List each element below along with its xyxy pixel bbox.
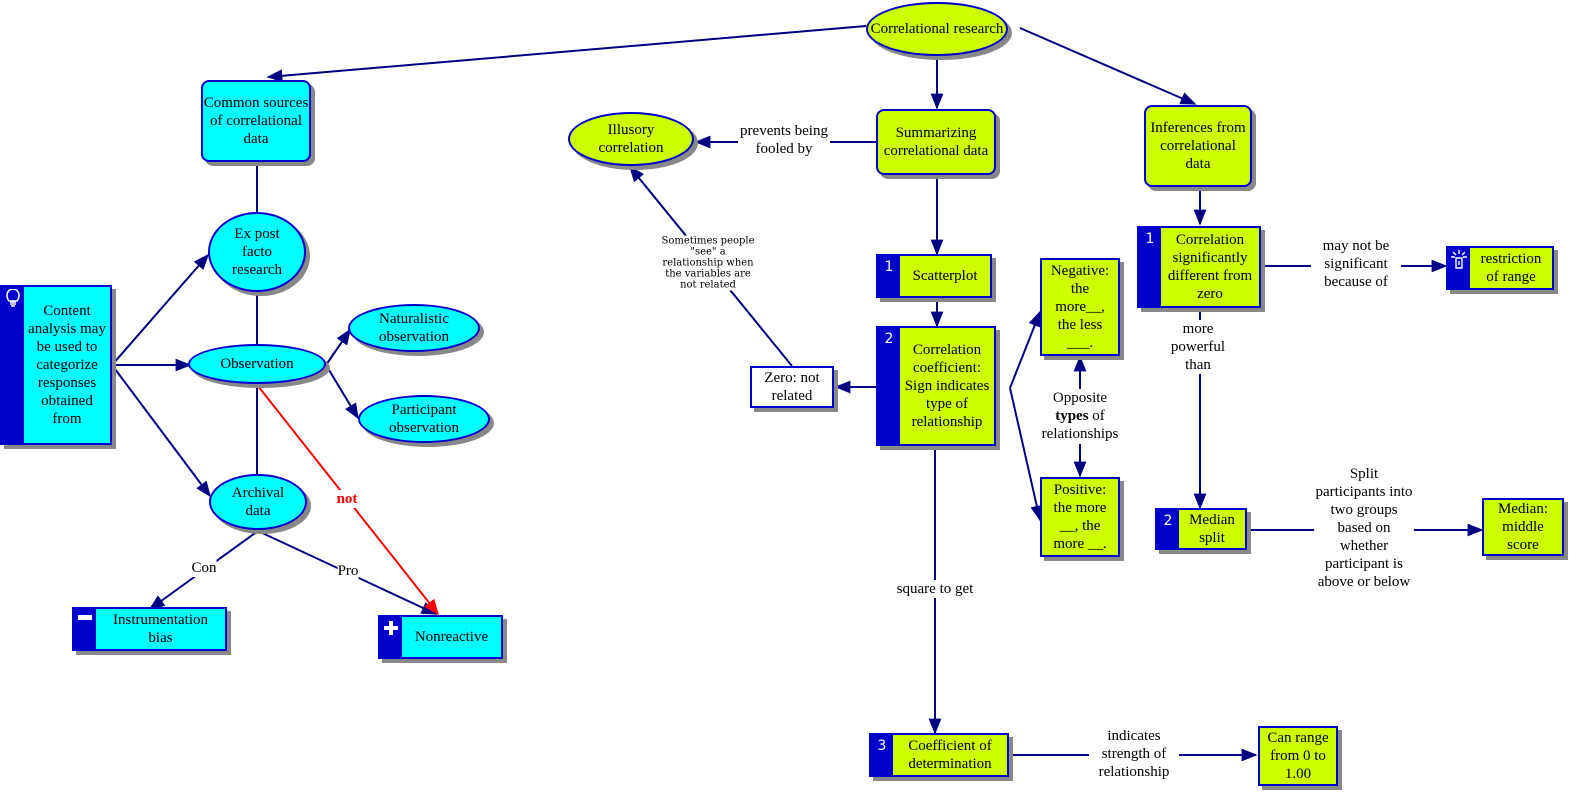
label-prevents: prevents being fooled by [738, 122, 830, 158]
label-more-powerful: more powerful than [1163, 320, 1233, 374]
node-scatterplot[interactable]: 1 Scatterplot [876, 254, 992, 298]
node-correlation-significant[interactable]: 1 Correlation significantly different fr… [1137, 226, 1261, 308]
label-split: Split participants into two groups based… [1314, 465, 1414, 591]
label-con: Con [191, 559, 217, 577]
node-coefficient-of-determination[interactable]: 3 Coefficient of determination [869, 733, 1009, 777]
link-observation-to-participant [325, 364, 359, 420]
node-observation[interactable]: Observation [188, 344, 326, 384]
node-nonreactive[interactable]: Nonreactive [378, 615, 503, 659]
node-summarizing-data[interactable]: Summarizing correlational data [876, 109, 996, 175]
node-illusory-correlation[interactable]: Illusory correlation [568, 112, 694, 166]
node-common-sources[interactable]: Common sources of correlational data [201, 80, 311, 162]
number-tag: 1 [878, 256, 900, 296]
node-correlation-coefficient[interactable]: 2 Correlation coefficient: Sign indicate… [876, 326, 996, 446]
link-content-to-archival [111, 364, 211, 498]
link-coefficient-to-negative [1009, 310, 1041, 389]
node-negative[interactable]: Negative: the more__, the less ___. [1040, 258, 1120, 356]
node-positive[interactable]: Positive: the more __, the more __. [1040, 477, 1120, 557]
number-tag: 3 [871, 735, 893, 775]
node-zero-not-related[interactable]: Zero: not related [750, 366, 834, 408]
label-sometimes: Sometimes people "see" a relationship wh… [660, 235, 756, 291]
number-tag: 2 [1157, 510, 1179, 548]
label-not: not [336, 490, 358, 508]
label-opposite-types: Opposite types of relationships [1041, 389, 1119, 443]
link-research-to-sources [266, 25, 867, 83]
node-ex-post-facto[interactable]: Ex post facto research [208, 212, 306, 292]
node-archival-data[interactable]: Archival data [209, 474, 307, 530]
link-observation-to-naturalistic [325, 328, 351, 366]
number-tag: 2 [878, 328, 900, 444]
warning-lightbulb-icon [1448, 248, 1470, 288]
label-indicates: indicates strength of relationship [1089, 727, 1179, 781]
lightbulb-icon [2, 287, 24, 443]
link-content-to-expost [111, 253, 210, 366]
node-inferences[interactable]: Inferences from correlational data [1144, 105, 1252, 187]
minus-icon [74, 609, 96, 649]
node-content-analysis[interactable]: Content analysis may be used to categori… [0, 285, 112, 445]
label-square-to-get: square to get [896, 580, 974, 598]
node-restriction-of-range[interactable]: restriction of range [1446, 246, 1554, 290]
node-instrumentation-bias[interactable]: Instrumentation bias [72, 607, 227, 651]
link-coefficient-to-positive [1009, 387, 1044, 522]
label-pro: Pro [337, 562, 359, 580]
link-research-to-inferences [1019, 27, 1197, 105]
node-can-range[interactable]: Can range from 0 to 1.00 [1258, 726, 1338, 786]
node-participant-observation[interactable]: Participant observation [358, 395, 490, 443]
plus-icon [380, 617, 402, 657]
node-median[interactable]: Median: middle score [1482, 498, 1564, 556]
label-may-not: may not be significant because of [1311, 237, 1401, 291]
node-naturalistic-observation[interactable]: Naturalistic observation [348, 304, 480, 352]
number-tag: 1 [1139, 228, 1161, 306]
node-median-split[interactable]: 2 Median split [1155, 508, 1247, 550]
node-correlational-research[interactable]: Correlational research [866, 2, 1008, 56]
